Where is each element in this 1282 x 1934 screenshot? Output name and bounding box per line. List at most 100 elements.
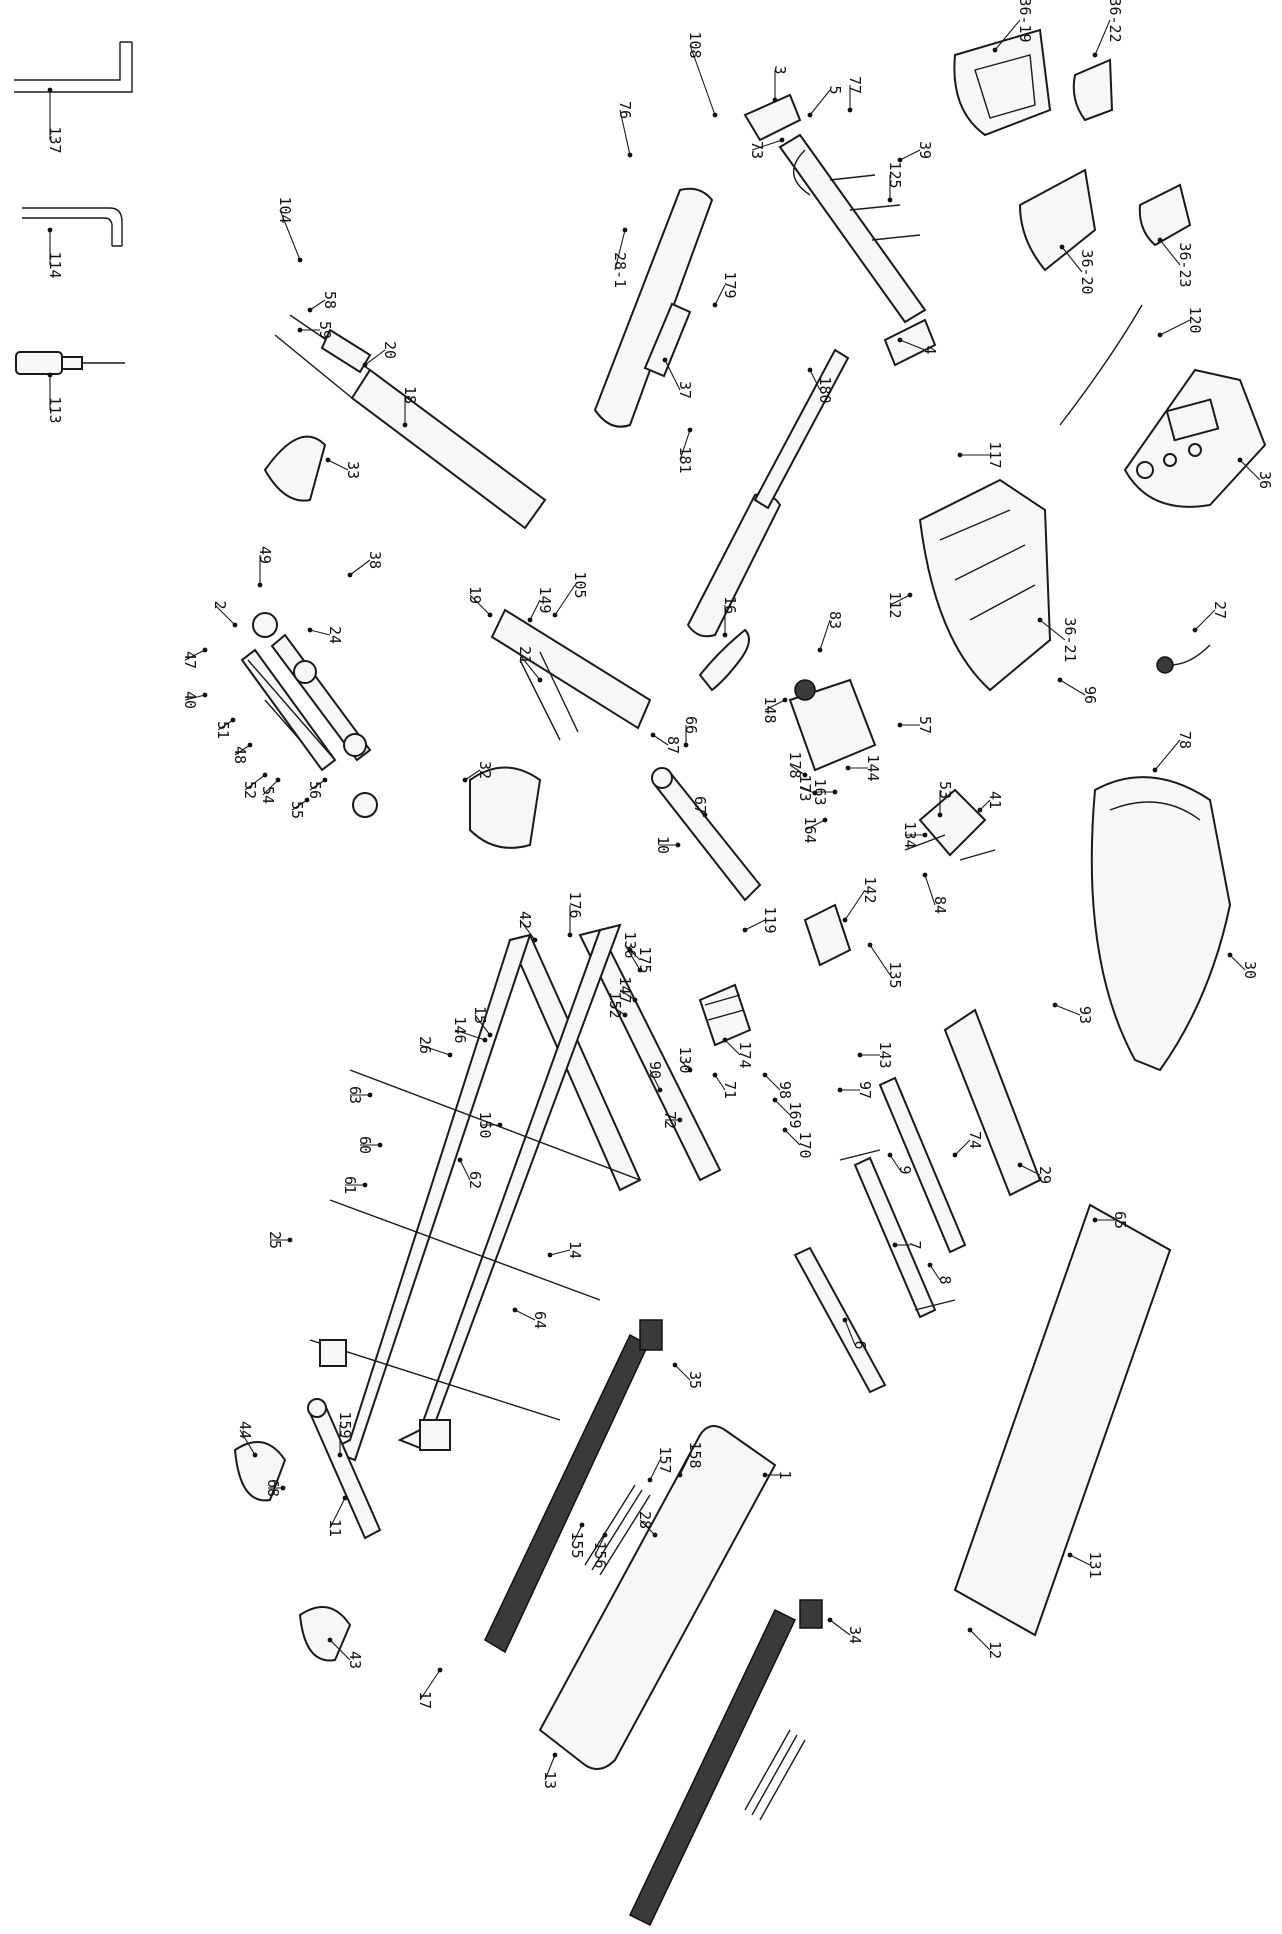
part-number-label: 142 <box>861 876 879 903</box>
part-callout: 149 <box>527 586 554 623</box>
callout-dot <box>782 697 788 703</box>
callout-dot <box>1037 617 1043 623</box>
callout-leader <box>809 369 821 391</box>
controller-box <box>803 903 852 967</box>
callout-dot <box>652 1532 658 1538</box>
callout-leader <box>419 1044 451 1056</box>
part-number-label: 114 <box>46 251 64 278</box>
console-cable <box>1059 304 1143 426</box>
callout-dot <box>1052 1002 1058 1008</box>
part-callout: 135 <box>867 942 904 989</box>
part-number-label: 120 <box>1186 306 1204 333</box>
part-number-label: 105 <box>571 571 589 598</box>
part-number-label: 35 <box>686 1371 704 1389</box>
part-callout: 32 <box>462 761 494 783</box>
callout-dot <box>602 1532 608 1538</box>
callout-dot <box>722 632 728 638</box>
callout-leader <box>464 769 481 781</box>
part-callout: 130 <box>676 1046 694 1073</box>
callout-dot <box>922 832 928 838</box>
part-number-label: 149 <box>536 586 554 613</box>
part-callout: 169 <box>772 1097 804 1129</box>
part-number-label: 108 <box>686 31 704 58</box>
callout-leader <box>751 139 783 151</box>
part-callout: 58 <box>307 291 339 313</box>
part-callout: 113 <box>46 372 64 424</box>
callout-dot <box>47 372 53 378</box>
part-callout: 84 <box>922 872 949 914</box>
callout-dot <box>677 1472 683 1478</box>
controller-board <box>698 983 752 1047</box>
callout-dot <box>842 1317 848 1323</box>
part-callout: 1 <box>762 1470 794 1480</box>
part-number-label: 36 <box>1256 471 1274 489</box>
part-callout: 57 <box>897 716 934 734</box>
part-callout: 112 <box>886 591 913 619</box>
part-callout: 144 <box>845 754 882 782</box>
part-callout: 28 <box>636 1511 658 1538</box>
callout-dot <box>437 1667 443 1673</box>
part-number-label: 47 <box>181 651 199 669</box>
callout-dot <box>992 47 998 53</box>
callout-dot <box>1157 237 1163 243</box>
callout-dot <box>897 722 903 728</box>
part-number-label: 43 <box>346 1651 364 1669</box>
callout-dot <box>257 582 263 588</box>
part-number-label: 17 <box>416 1691 434 1709</box>
part-number-label: 54 <box>259 786 277 804</box>
callout-dot <box>967 1627 973 1633</box>
part-callout: 41 <box>977 791 1004 813</box>
part-number-label: 26 <box>416 1036 434 1054</box>
callout-leader <box>652 734 669 746</box>
console-cover-36-20 <box>1018 168 1097 272</box>
callout-dot <box>47 87 53 93</box>
callout-dot <box>579 1522 585 1528</box>
callout-dot <box>322 777 328 783</box>
part-callout: 38 <box>347 551 384 578</box>
callout-leader <box>329 1497 346 1529</box>
callout-dot <box>937 812 943 818</box>
part-callout: 51 <box>214 717 236 739</box>
part-callout: 72 <box>661 1111 683 1129</box>
part-callout: 35 <box>672 1362 704 1389</box>
callout-leader <box>329 1639 351 1661</box>
part-callout: 44 <box>236 1421 258 1458</box>
part-callout: 17 <box>416 1667 443 1709</box>
part-number-label: 68 <box>264 1479 282 1497</box>
callout-leader <box>309 779 326 791</box>
callout-dot <box>552 612 558 618</box>
part-callout: 181 <box>676 427 694 474</box>
callout-dot <box>802 772 808 778</box>
callout-dot <box>377 1142 383 1148</box>
callout-leader <box>649 1459 661 1481</box>
part-callout: 53 <box>936 781 954 818</box>
part-number-label: 164 <box>801 816 819 843</box>
callout-dot <box>892 1242 898 1248</box>
part-callout: 178 <box>786 751 808 779</box>
callout-dot <box>762 1472 768 1478</box>
callout-dot <box>1017 1162 1023 1168</box>
part-number-label: 74 <box>966 1131 984 1149</box>
callout-dot <box>252 1452 258 1458</box>
callout-dot <box>347 572 353 578</box>
callout-dot <box>327 1637 333 1643</box>
rear-cover <box>943 1008 1042 1197</box>
part-number-label: 39 <box>916 141 934 159</box>
part-callout: 74 <box>952 1131 984 1158</box>
part-callout: 136 <box>621 931 643 973</box>
callout-dot <box>812 790 818 796</box>
callout-leader <box>594 1534 606 1556</box>
console-frame <box>743 93 937 367</box>
part-callout: 180 <box>807 367 834 404</box>
part-callout: 40 <box>181 691 208 709</box>
callout-dot <box>1192 627 1198 633</box>
part-callout: 170 <box>782 1127 814 1159</box>
callout-leader <box>619 109 631 156</box>
part-callout: 26 <box>416 1036 453 1058</box>
console-cover-36-22 <box>1072 58 1114 122</box>
part-callout: 114 <box>46 227 64 279</box>
part-number-label: 15 <box>471 1006 489 1024</box>
side-rail-right <box>629 1599 823 1927</box>
part-callout: 163 <box>811 778 838 806</box>
